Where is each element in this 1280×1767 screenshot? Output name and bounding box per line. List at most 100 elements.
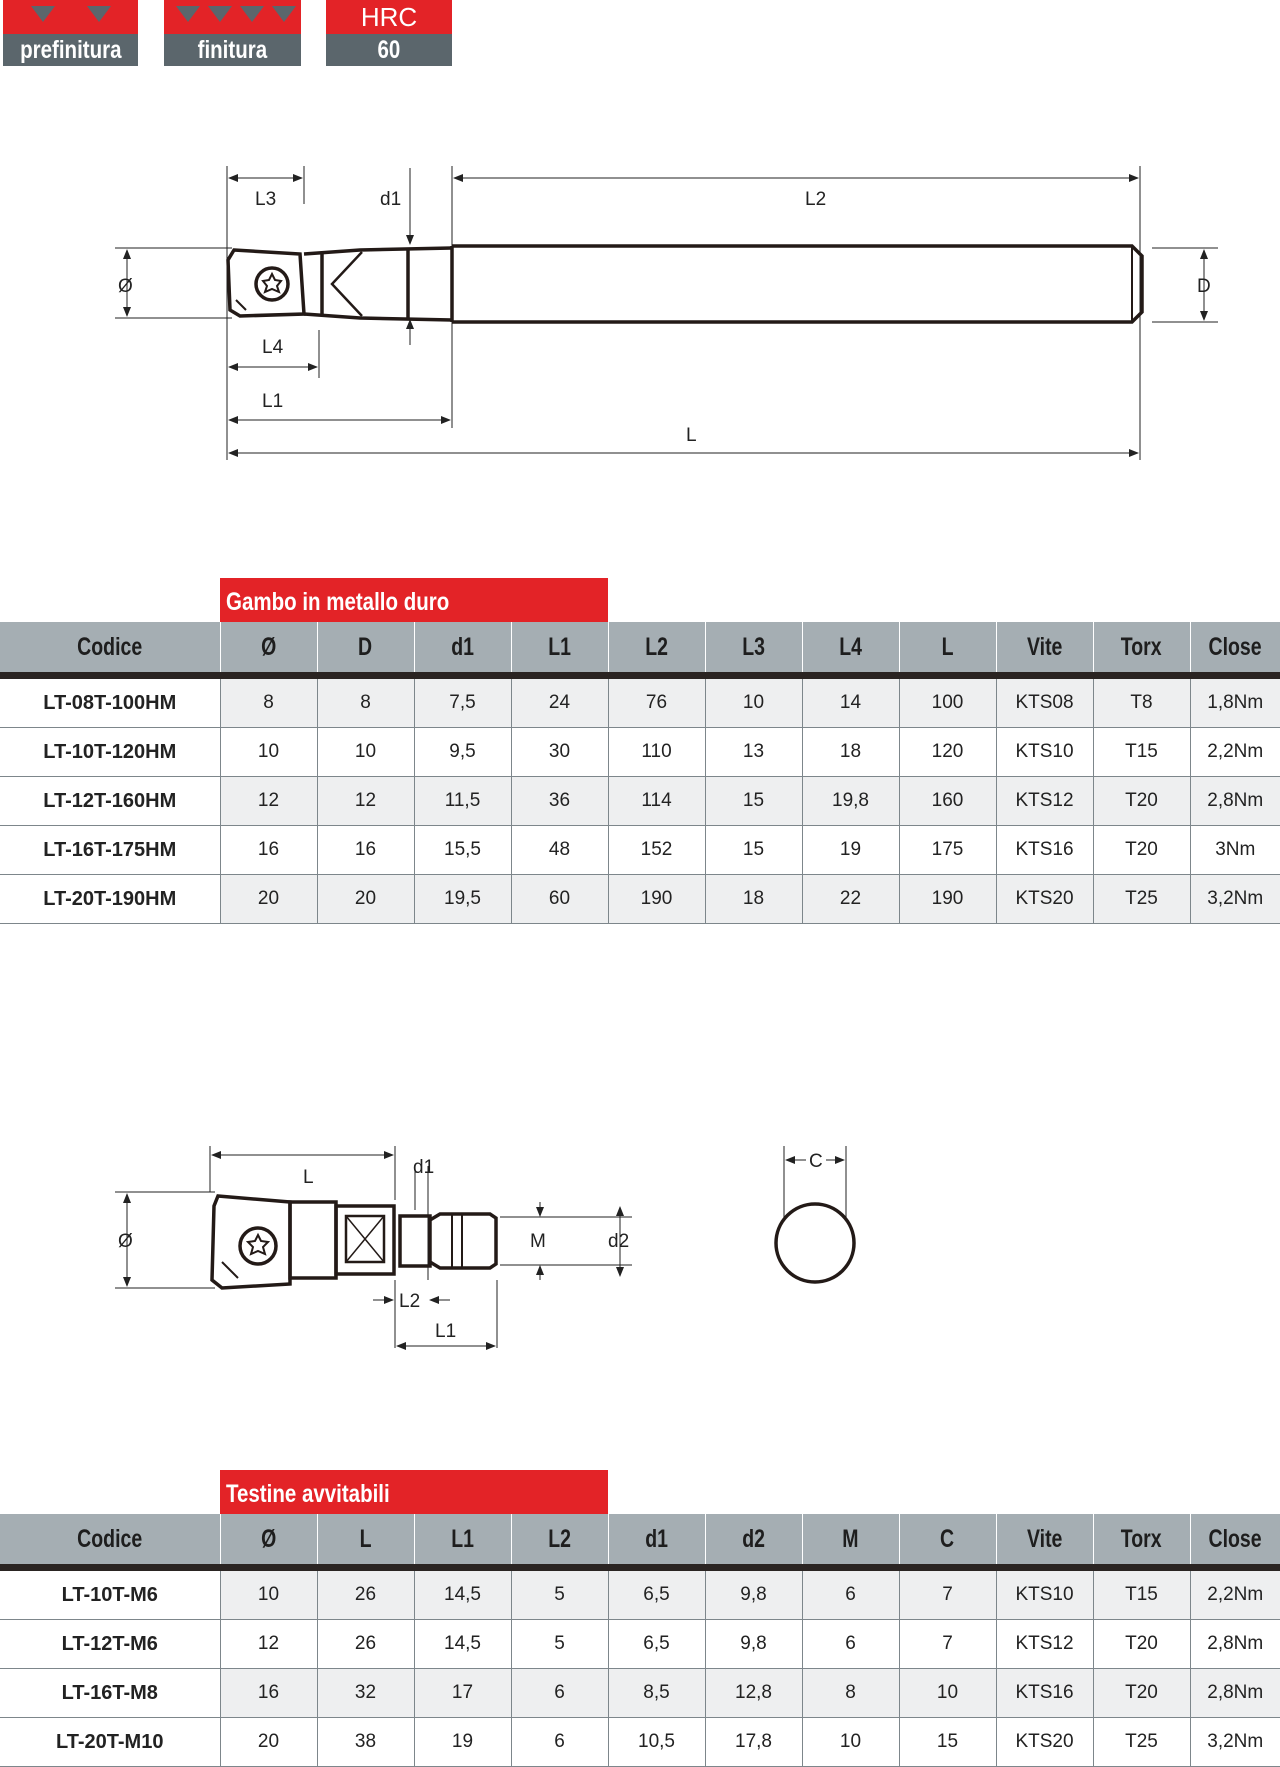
cell: 10 bbox=[316, 727, 414, 777]
badge-finitura: finitura bbox=[164, 0, 301, 66]
label-L1: L1 bbox=[262, 391, 283, 412]
cell: 20 bbox=[219, 874, 317, 924]
cell: 15 bbox=[704, 825, 802, 875]
cell: 120 bbox=[898, 727, 996, 777]
cell: 2,2Nm bbox=[1189, 1567, 1280, 1620]
label-L2: L2 bbox=[805, 189, 826, 210]
cell: T15 bbox=[1092, 1567, 1190, 1620]
cell: 14,5 bbox=[413, 1619, 511, 1669]
cell: 2,8Nm bbox=[1189, 1619, 1280, 1669]
teeth-icon bbox=[164, 0, 301, 34]
cell: KTS20 bbox=[995, 874, 1093, 924]
cell: KTS12 bbox=[995, 776, 1093, 826]
cell: 175 bbox=[898, 825, 996, 875]
cell-code: LT-16T-175HM bbox=[0, 825, 220, 875]
col-header: Vite bbox=[995, 1514, 1093, 1568]
table-shank-grid: Codice Ø D d1 L1 L2 L3 L4 L Vite Torx Cl… bbox=[0, 622, 1280, 924]
badge-finitura-label: finitura bbox=[197, 36, 268, 64]
cell: 17 bbox=[413, 1668, 511, 1718]
cell: 10 bbox=[704, 675, 802, 728]
cell: 11,5 bbox=[413, 776, 511, 826]
col-header: L4 bbox=[801, 622, 899, 676]
cell: 6,5 bbox=[607, 1567, 705, 1620]
cell: T20 bbox=[1092, 825, 1190, 875]
table-row: LT-08T-100HM 8 8 7,5 24 76 10 14 100 KTS… bbox=[0, 675, 1280, 728]
cell-code: LT-16T-M8 bbox=[0, 1668, 220, 1718]
cell: 16 bbox=[219, 1668, 317, 1718]
cell-code: LT-10T-120HM bbox=[0, 727, 220, 777]
col-header: d1 bbox=[413, 622, 511, 676]
col-header: Torx bbox=[1092, 1514, 1190, 1568]
cell: 2,2Nm bbox=[1189, 727, 1280, 777]
cell: 14,5 bbox=[413, 1567, 511, 1620]
cell: 24 bbox=[510, 675, 608, 728]
cell: 16 bbox=[316, 825, 414, 875]
col-header: L2 bbox=[510, 1514, 608, 1568]
teeth-icon bbox=[3, 0, 138, 34]
table-row: LT-12T-M6 12 26 14,5 5 6,5 9,8 6 7 KTS12… bbox=[0, 1619, 1280, 1669]
cell: 8 bbox=[316, 675, 414, 728]
col-header: L1 bbox=[510, 622, 608, 676]
cell: 100 bbox=[898, 675, 996, 728]
cell-code: LT-20T-M10 bbox=[0, 1717, 220, 1767]
cell: 10 bbox=[801, 1717, 899, 1767]
cell: 10 bbox=[219, 1567, 317, 1620]
cell: 10,5 bbox=[607, 1717, 705, 1767]
hrc-value: 60 bbox=[377, 36, 401, 64]
cell: 10 bbox=[219, 727, 317, 777]
cell: 76 bbox=[607, 675, 705, 728]
col-header: Ø bbox=[219, 622, 317, 676]
cell: KTS12 bbox=[995, 1619, 1093, 1669]
label-d1: d1 bbox=[380, 189, 401, 210]
badge-prefinitura: prefinitura bbox=[3, 0, 138, 66]
col-header: d1 bbox=[607, 1514, 705, 1568]
col-header: Codice bbox=[0, 1514, 220, 1568]
label-M: M bbox=[530, 1231, 546, 1252]
cell: 19 bbox=[801, 825, 899, 875]
col-header: L1 bbox=[413, 1514, 511, 1568]
cell: 2,8Nm bbox=[1189, 1668, 1280, 1718]
cell: KTS08 bbox=[995, 675, 1093, 728]
cell: 12 bbox=[219, 776, 317, 826]
cell: 48 bbox=[510, 825, 608, 875]
col-header: d2 bbox=[704, 1514, 802, 1568]
cell: 6,5 bbox=[607, 1619, 705, 1669]
cell: 14 bbox=[801, 675, 899, 728]
label-d1: d1 bbox=[413, 1157, 434, 1178]
cell-code: LT-12T-M6 bbox=[0, 1619, 220, 1669]
cell: 17,8 bbox=[704, 1717, 802, 1767]
cell: 9,8 bbox=[704, 1619, 802, 1669]
cell: 3,2Nm bbox=[1189, 874, 1280, 924]
tool-drawing-shank: L3 d1 L2 Ø D L4 L1 L bbox=[0, 150, 1280, 470]
cell: 18 bbox=[801, 727, 899, 777]
table-header-row: Codice Ø D d1 L1 L2 L3 L4 L Vite Torx Cl… bbox=[0, 622, 1280, 676]
cell: KTS10 bbox=[995, 727, 1093, 777]
cell: KTS10 bbox=[995, 1567, 1093, 1620]
label-L4: L4 bbox=[262, 337, 284, 358]
col-header: L bbox=[316, 1514, 414, 1568]
cell: T25 bbox=[1092, 874, 1190, 924]
cell: 19 bbox=[413, 1717, 511, 1767]
cell-code: LT-12T-160HM bbox=[0, 776, 220, 826]
col-header: Ø bbox=[219, 1514, 317, 1568]
cell: 15 bbox=[898, 1717, 996, 1767]
hrc-label: HRC bbox=[326, 0, 452, 34]
cell: 114 bbox=[607, 776, 705, 826]
col-header: L2 bbox=[607, 622, 705, 676]
cell: 7 bbox=[898, 1619, 996, 1669]
cell: 190 bbox=[898, 874, 996, 924]
label-L: L bbox=[686, 425, 697, 446]
cell: 8 bbox=[219, 675, 317, 728]
table-header-row: Codice Ø L L1 L2 d1 d2 M C Vite Torx Clo… bbox=[0, 1514, 1280, 1568]
table-row: LT-20T-M10 20 38 19 6 10,5 17,8 10 15 KT… bbox=[0, 1717, 1280, 1767]
cell: 13 bbox=[704, 727, 802, 777]
cell: 36 bbox=[510, 776, 608, 826]
col-header: C bbox=[898, 1514, 996, 1568]
badge-hrc: HRC 60 bbox=[326, 0, 452, 66]
cell: 3,2Nm bbox=[1189, 1717, 1280, 1767]
cell: 9,5 bbox=[413, 727, 511, 777]
table-heads-grid: Codice Ø L L1 L2 d1 d2 M C Vite Torx Clo… bbox=[0, 1514, 1280, 1767]
cell: 16 bbox=[219, 825, 317, 875]
cell: 26 bbox=[316, 1619, 414, 1669]
table-row: LT-20T-190HM 20 20 19,5 60 190 18 22 190… bbox=[0, 874, 1280, 924]
